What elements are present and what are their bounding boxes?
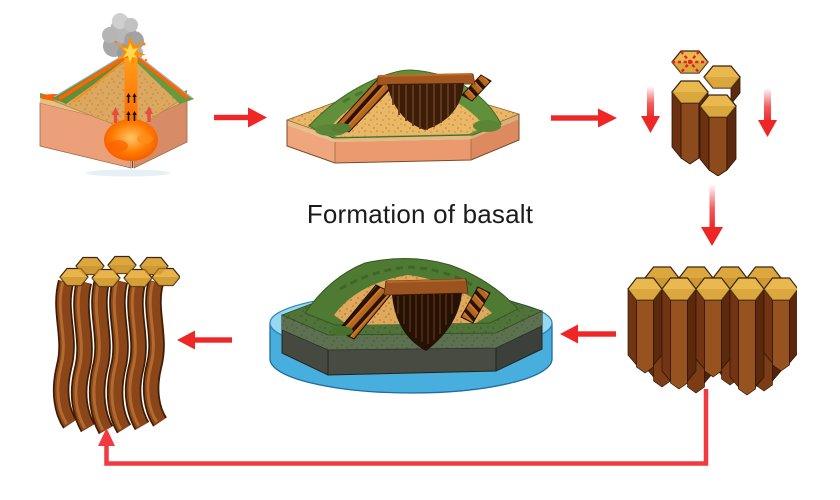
right-slab-columns-icon	[460, 286, 491, 324]
arrow-step3-4	[701, 184, 723, 246]
basalt-columns-illustration	[627, 266, 797, 396]
magma-up-arrows-icon	[127, 96, 136, 121]
hexagon-cluster-illustration	[671, 50, 741, 176]
volcano-eruption-illustration	[39, 13, 194, 177]
arrow-step1-2	[214, 107, 267, 128]
lava-dome-illustration	[285, 69, 521, 164]
contraction-arrow-left	[641, 86, 660, 133]
magma-up-arrowheads-icon	[126, 93, 137, 115]
contraction-arrow-right	[758, 88, 777, 137]
arrow-step5-6	[177, 330, 232, 350]
submerged-dome-illustration	[269, 258, 553, 394]
diagram-title: Formation of basalt	[306, 199, 534, 229]
eruption-flame-icon	[114, 36, 148, 66]
pressure-up-arrows-icon	[111, 106, 153, 123]
curved-columns-illustration	[52, 255, 180, 435]
arrow-step2-3	[551, 108, 617, 128]
